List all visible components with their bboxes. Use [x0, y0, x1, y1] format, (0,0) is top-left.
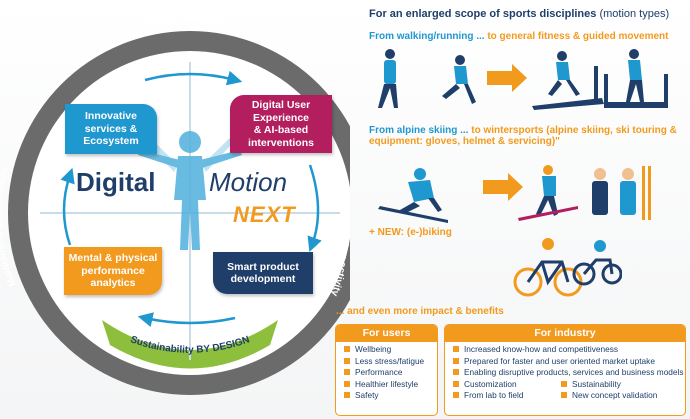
users-panel-title: For users	[336, 325, 437, 342]
section-skiing: From alpine skiing ... to wintersports (…	[369, 125, 677, 147]
logo-next: NEXT	[233, 202, 296, 227]
list-item: From lab to field	[453, 390, 553, 402]
list-item: Customization	[453, 379, 553, 391]
industry-benefits-col-b: Sustainability New concept validation	[553, 379, 657, 402]
biking-illustration	[513, 238, 622, 297]
users-panel: For users Wellbeing Less stress/fatigue …	[335, 324, 438, 416]
list-item: Sustainability	[561, 379, 657, 391]
treadmill-walker-icon	[604, 49, 668, 108]
list-item: Increased know-how and competitiveness	[453, 344, 685, 356]
digital-ux-label: Digital User Experience & AI-based inter…	[248, 99, 314, 149]
list-item: Healthier lifestyle	[344, 379, 437, 391]
treadmill-runner-icon	[532, 51, 604, 110]
list-item: Prepared for faster and user oriented ma…	[453, 356, 685, 368]
arrow-icon	[487, 64, 527, 92]
ski-service-people-icon	[592, 166, 651, 220]
list-item: Wellbeing	[344, 344, 437, 356]
rider-helmet-icon	[542, 238, 554, 250]
skiing-illustrations	[378, 165, 651, 223]
performance-analytics-box: Mental & physical performance analytics	[64, 247, 162, 295]
logo-motion: Motion	[209, 167, 288, 197]
section-skiing-a: From alpine skiing ...	[369, 125, 472, 136]
scope-title-sub: (motion types)	[596, 8, 670, 20]
motorbike-icon	[572, 258, 622, 286]
industry-panel: For industry Increased know-how and comp…	[444, 324, 686, 416]
performance-analytics-label: Mental & physical performance analytics	[68, 252, 158, 290]
ebike-icon	[513, 260, 583, 297]
ski-tourer-icon	[518, 165, 578, 221]
section-walking-b: to general fitness & guided movement	[487, 31, 669, 42]
cycle-diagram: Improving performance Maintaining perfor…	[8, 31, 350, 395]
digital-ux-box: Digital User Experience & AI-based inter…	[230, 95, 332, 153]
rider-helmet-icon	[594, 240, 606, 252]
innovative-services-box: Innovative services & Ecosystem	[65, 104, 157, 154]
users-benefits-list: Wellbeing Less stress/fatigue Performanc…	[336, 344, 437, 402]
section-walking-a: From walking/running ...	[369, 31, 488, 42]
list-item: Performance	[344, 367, 437, 379]
list-item: Safety	[344, 390, 437, 402]
smart-product-box: Smart product development	[213, 252, 313, 294]
smart-product-label: Smart product development	[227, 260, 299, 286]
section-skiing-b: to wintersports (alpine skiing, ski tour…	[369, 125, 677, 147]
logo-digital: Digital	[76, 167, 156, 197]
section-biking: + NEW: (e-)biking	[369, 227, 452, 238]
industry-benefits-col-a: Customization From lab to field	[445, 379, 553, 402]
scope-title: For an enlarged scope of sports discipli…	[369, 8, 669, 20]
industry-benefits-columns: Customization From lab to field Sustaina…	[445, 379, 685, 402]
list-item: Enabling disruptive products, services a…	[453, 367, 685, 379]
section-walking: From walking/running ... to general fitn…	[369, 31, 669, 42]
skier-icon	[378, 168, 448, 223]
runner-icon	[442, 55, 476, 104]
walker-icon	[378, 49, 398, 108]
innovative-services-label: Innovative services & Ecosystem	[83, 110, 139, 148]
impact-heading: ... and even more impact & benefits	[336, 306, 504, 317]
industry-panel-title: For industry	[445, 325, 685, 342]
scope-title-main: For an enlarged scope of sports discipli…	[369, 8, 597, 20]
walking-illustrations	[378, 49, 668, 110]
sustainability-band	[102, 320, 278, 369]
list-item: Less stress/fatigue	[344, 356, 437, 368]
arrow-icon	[483, 173, 523, 201]
industry-benefits-list: Increased know-how and competitiveness P…	[445, 344, 685, 379]
list-item: New concept validation	[561, 390, 657, 402]
